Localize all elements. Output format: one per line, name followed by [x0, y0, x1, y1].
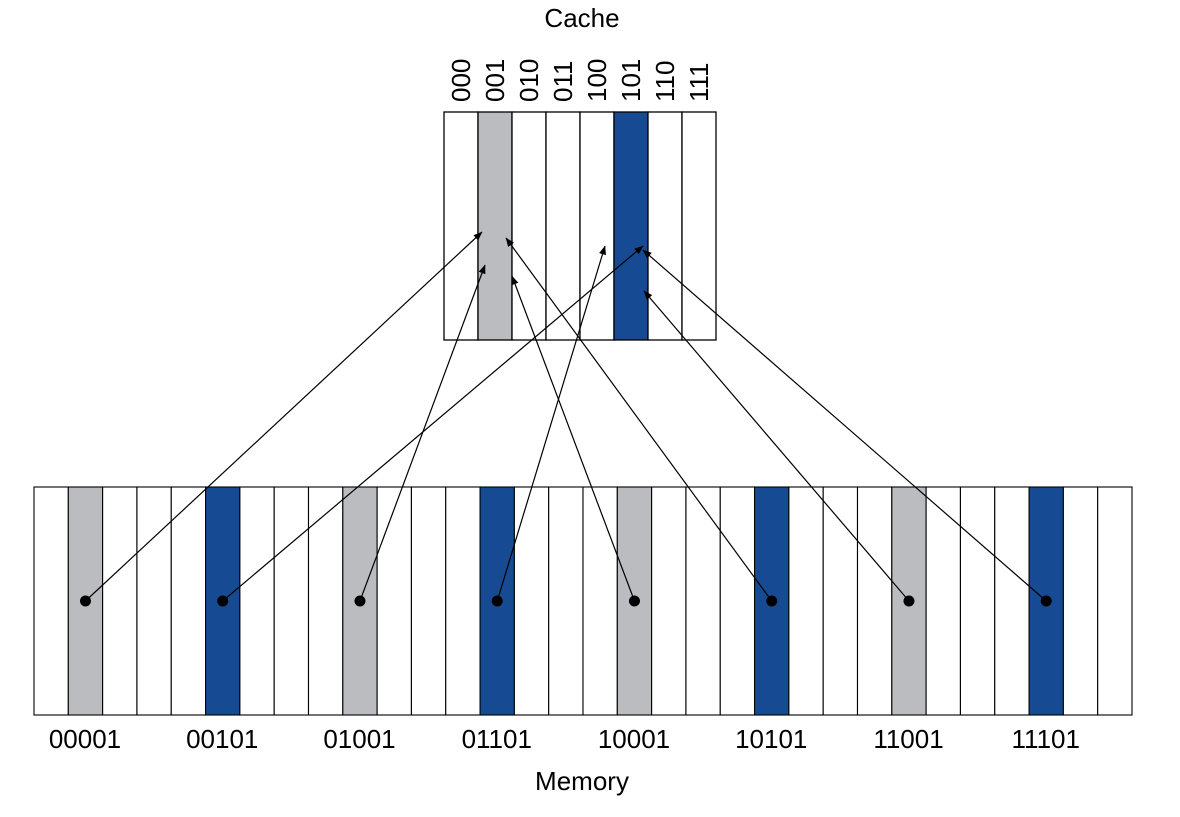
- memory-block: [136, 486, 172, 716]
- mapping-arrow-00101: [222, 245, 644, 602]
- mapping-arrow-11001: [643, 290, 910, 602]
- cache-index-label: 100: [582, 59, 612, 102]
- memory-block: [1097, 486, 1133, 716]
- memory-block: [788, 486, 824, 716]
- mapping-arrow-01101: [496, 245, 606, 602]
- memory-block: [582, 486, 618, 716]
- cache-block-111: [681, 111, 717, 341]
- memory-address-label: 01001: [323, 724, 395, 754]
- mapping-arrow-10001: [511, 275, 636, 602]
- memory-address-label: 01101: [462, 724, 532, 754]
- cache-index-label: 111: [684, 62, 714, 102]
- memory-block-dot: [628, 595, 640, 607]
- cache-block-011: [545, 111, 581, 341]
- memory-block: [548, 486, 584, 716]
- memory-address-labels: 00001 00101 01001 01101 10001 10101 11001 11101: [49, 724, 1080, 754]
- cache-block-110: [647, 111, 683, 341]
- memory-block: [445, 486, 481, 716]
- cache-index-label: 010: [514, 59, 544, 102]
- cache-block-010: [511, 111, 547, 341]
- cache-block-000: [443, 111, 479, 341]
- cache-block-array: [443, 111, 717, 341]
- memory-block: [891, 486, 927, 716]
- memory-block: [376, 486, 412, 716]
- memory-block: [719, 486, 756, 716]
- memory-block-dot: [766, 595, 778, 607]
- memory-block: [239, 486, 275, 716]
- cache-title: Cache: [544, 3, 619, 33]
- cache-index-label: 011: [548, 61, 578, 102]
- cache-block-101: [613, 111, 649, 341]
- memory-block: [994, 486, 1030, 716]
- memory-block-dot: [354, 595, 366, 607]
- mapping-arrow-01001: [359, 264, 486, 602]
- mapping-arrow-10101: [505, 237, 773, 602]
- mapping-arrows: [79, 231, 1052, 607]
- cache-index-label: 000: [446, 59, 476, 102]
- memory-address-label: 00001: [49, 724, 121, 754]
- cache-block-100: [579, 111, 615, 341]
- memory-block: [33, 486, 69, 716]
- mapping-arrow-00001: [85, 231, 483, 602]
- memory-block: [685, 486, 721, 716]
- memory-address-label: 10101: [735, 724, 807, 754]
- memory-block: [307, 486, 344, 716]
- memory-block: [410, 486, 447, 716]
- memory-block-array: [33, 486, 1133, 716]
- memory-block: [170, 486, 207, 716]
- memory-address-label: 00101: [186, 724, 258, 754]
- memory-block-dot: [903, 595, 915, 607]
- memory-block: [856, 486, 893, 716]
- memory-block-dot: [491, 595, 503, 607]
- memory-block: [651, 486, 687, 716]
- memory-block: [102, 486, 138, 716]
- memory-block: [925, 486, 961, 716]
- cache-block-001: [477, 111, 513, 341]
- cache-index-label: 110: [650, 61, 680, 102]
- memory-address-label: 10001: [598, 724, 670, 754]
- memory-block: [959, 486, 996, 716]
- memory-block-dot: [217, 595, 229, 607]
- memory-block: [273, 486, 310, 716]
- memory-address-label: 11101: [1012, 724, 1080, 754]
- memory-block-dot: [79, 595, 91, 607]
- cache-index-label: 101: [616, 59, 646, 102]
- memory-block-dot: [1040, 595, 1052, 607]
- memory-block: [822, 486, 859, 716]
- memory-address-label: 11001: [873, 724, 943, 754]
- cache-index-label: 001: [480, 59, 510, 102]
- memory-block: [513, 486, 550, 716]
- mapping-arrow-11101: [642, 249, 1047, 602]
- memory-title: Memory: [535, 766, 629, 796]
- memory-block: [1062, 486, 1099, 716]
